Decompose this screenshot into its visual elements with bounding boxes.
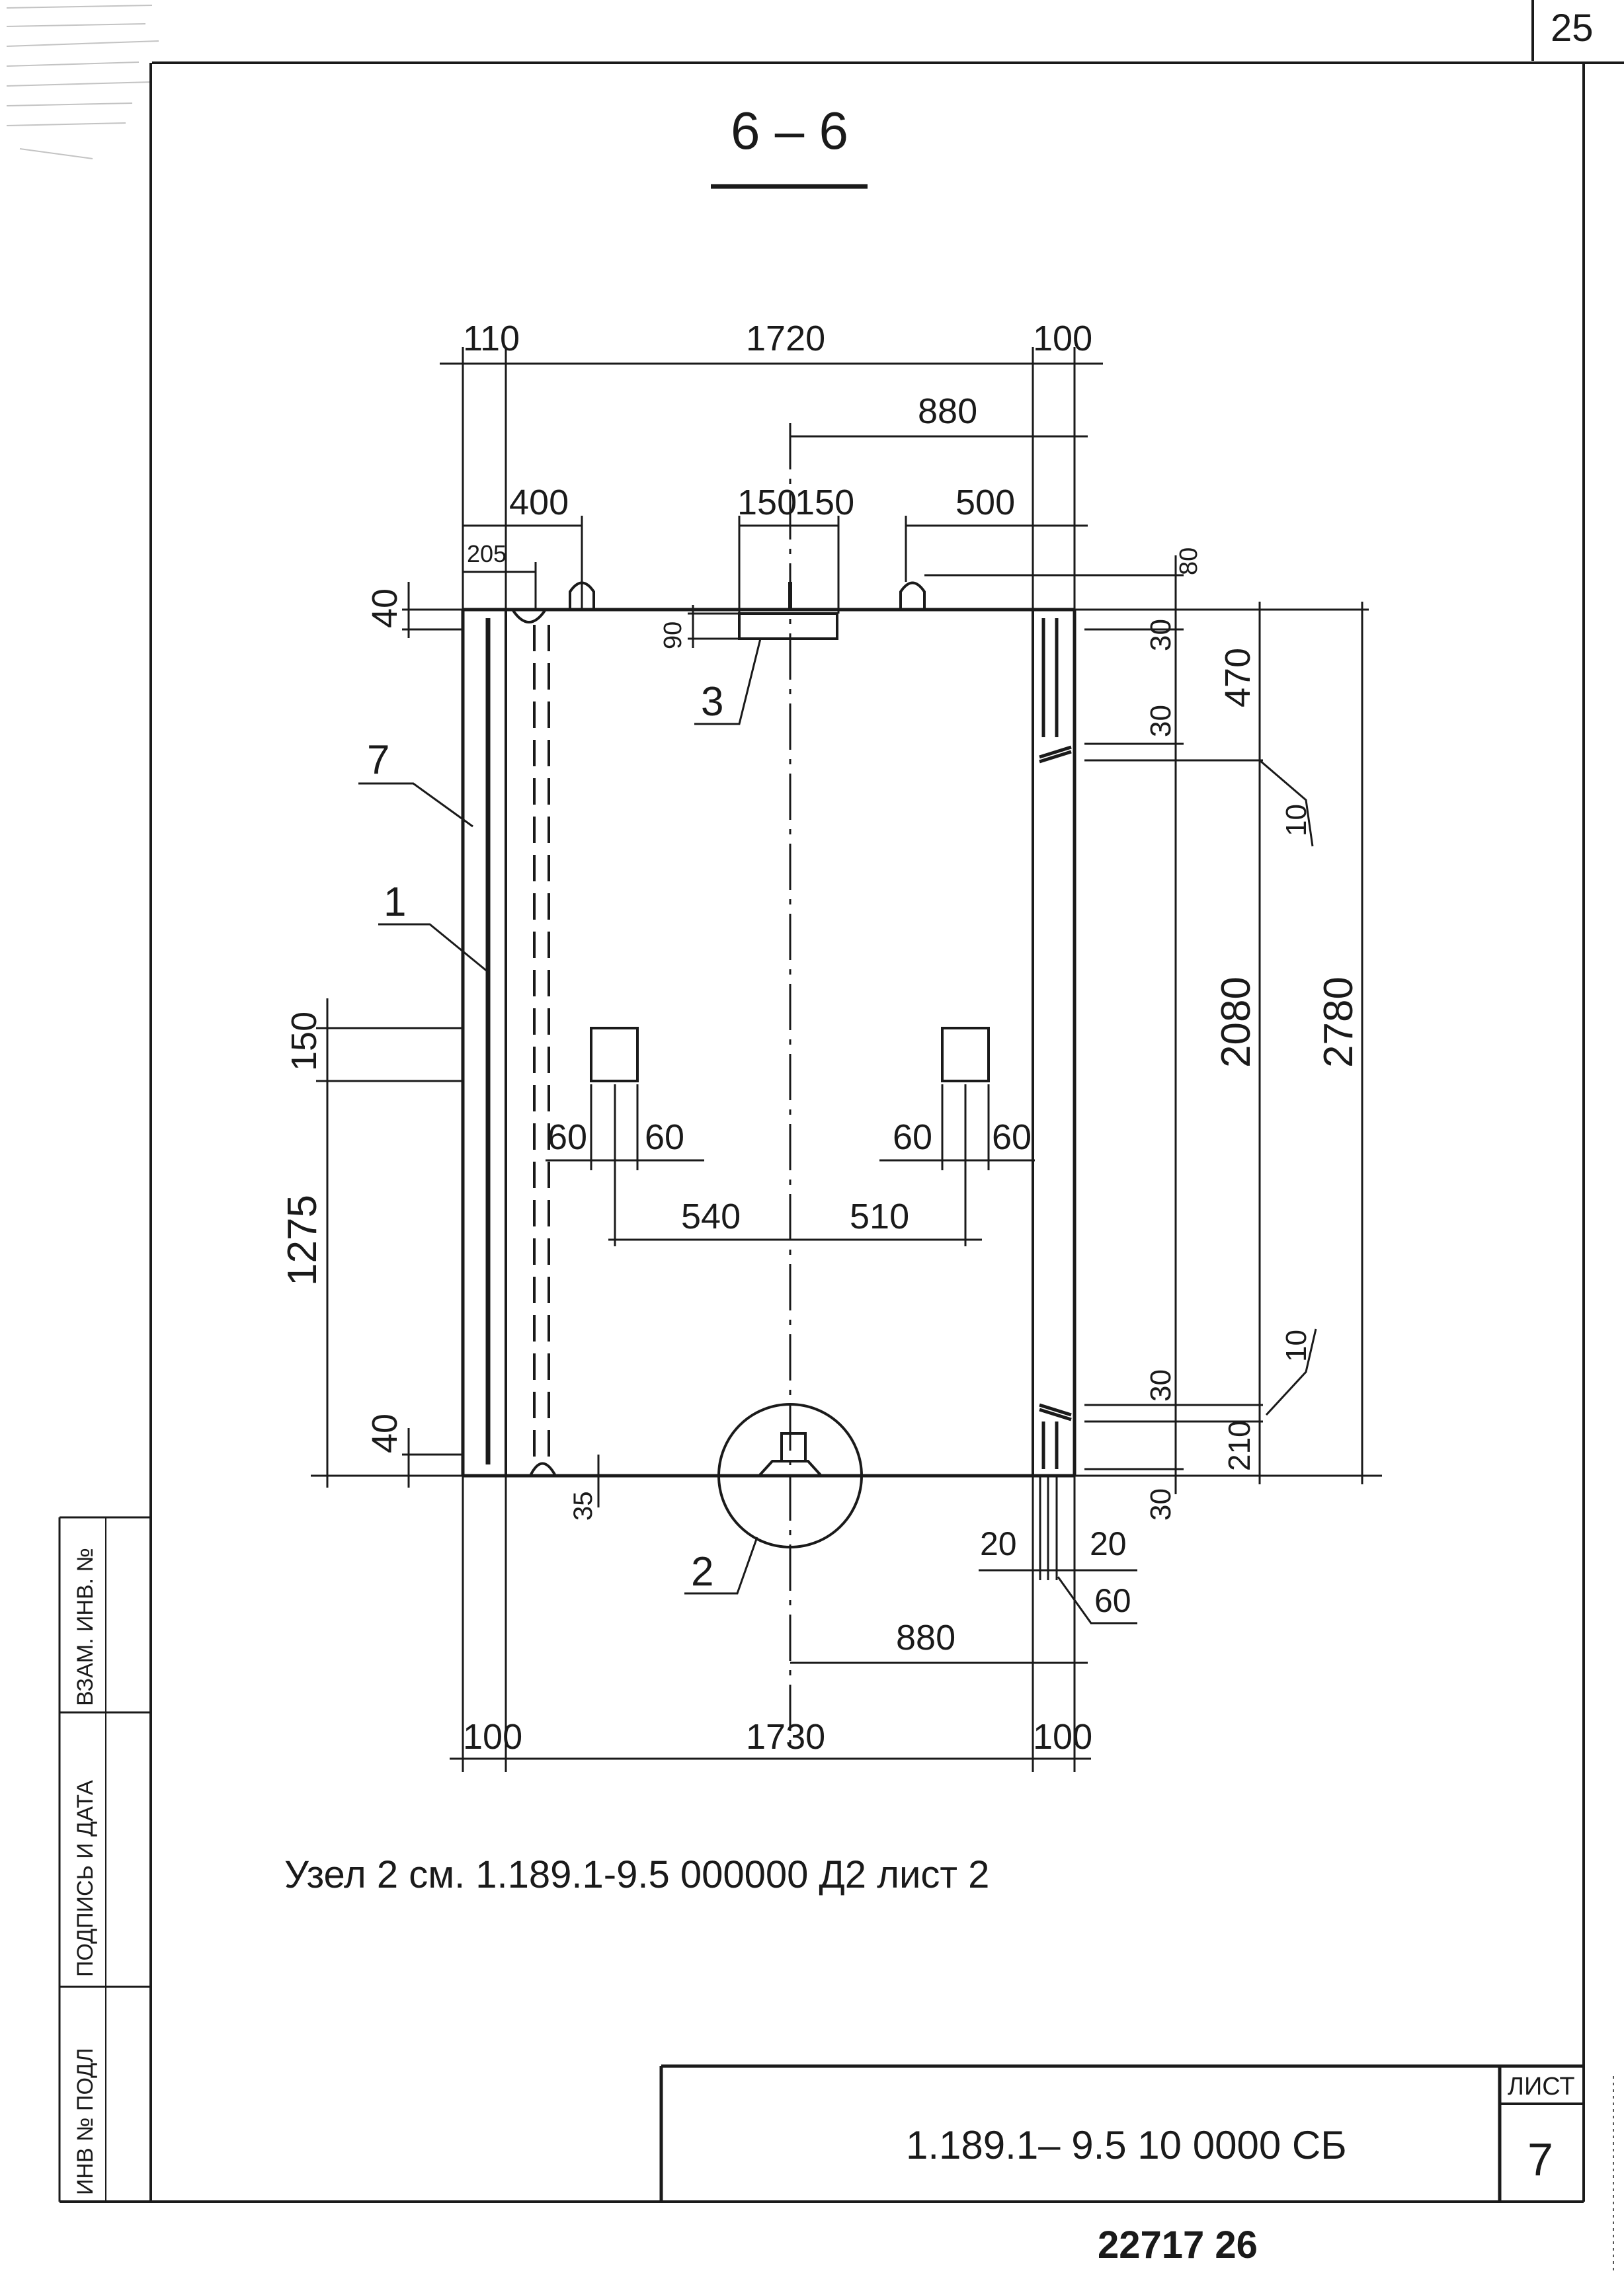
- dim-1730: 1730: [746, 1717, 825, 1757]
- dim-20-b: 20: [1090, 1525, 1127, 1562]
- embedded-plate-3: [738, 612, 838, 640]
- sheet-label: ЛИСТ: [1508, 2073, 1575, 2101]
- dim-150-left-top: 150: [737, 483, 797, 522]
- stamp-vzam-inv: ВЗАМ. ИНВ. №: [73, 1548, 98, 1706]
- dim-80: 80: [1175, 547, 1203, 575]
- right-bottom-hardware: [1039, 1403, 1072, 1469]
- dim-60-e: 60: [1094, 1582, 1131, 1619]
- callout-7: 7: [367, 737, 389, 783]
- dim-30-a: 30: [1145, 619, 1177, 651]
- dim-20-a: 20: [980, 1525, 1017, 1562]
- node-2-circle: [717, 1403, 863, 1548]
- dim-2780: 2780: [1316, 977, 1361, 1068]
- dim-880-bottom: 880: [896, 1618, 955, 1658]
- dim-40-top: 40: [365, 588, 405, 628]
- dimension-lines: [311, 347, 1382, 1772]
- dim-10-a: 10: [1280, 804, 1313, 836]
- dim-30-c: 30: [1145, 1369, 1177, 1402]
- dim-2080: 2080: [1213, 977, 1259, 1068]
- bottom-code: 22717 26: [1098, 2223, 1258, 2266]
- dim-60-d: 60: [992, 1117, 1032, 1157]
- section-label: 6 – 6: [731, 101, 848, 160]
- drawing-designation: 1.189.1– 9.5 10 0000 СБ: [906, 2123, 1347, 2167]
- sheet-number: 7: [1527, 2134, 1553, 2185]
- dim-40-bottom: 40: [365, 1414, 405, 1453]
- dim-60-a: 60: [548, 1117, 587, 1157]
- stamp-inv-podl: ИНВ № ПОДЛ: [73, 2048, 98, 2195]
- dim-100-bottom-left: 100: [463, 1717, 522, 1757]
- dim-100-top: 100: [1033, 319, 1092, 358]
- callout-3: 3: [701, 679, 723, 725]
- stamp-podpis-data: ПОДПИСЬ И ДАТА: [73, 1780, 98, 1977]
- dim-205: 205: [467, 540, 507, 567]
- page-number: 25: [1551, 7, 1594, 50]
- dim-470: 470: [1218, 648, 1258, 707]
- callout-1: 1: [384, 879, 406, 925]
- dim-500: 500: [955, 483, 1015, 522]
- right-top-hardware: [1039, 618, 1072, 764]
- dim-110: 110: [463, 319, 520, 358]
- dim-90: 90: [659, 621, 687, 649]
- dim-1275: 1275: [280, 1195, 325, 1286]
- stamp-noise: [6, 5, 159, 159]
- callout-leaders: [358, 638, 762, 1595]
- dim-60-b: 60: [645, 1117, 684, 1157]
- dim-30-b: 30: [1145, 705, 1177, 737]
- opening-right: [941, 1027, 990, 1082]
- dim-30-d: 30: [1145, 1488, 1177, 1521]
- dim-1720: 1720: [746, 319, 825, 358]
- node-2-detail: [758, 1432, 823, 1477]
- dim-10-b: 10: [1280, 1330, 1313, 1362]
- callout-2: 2: [691, 1549, 713, 1595]
- dim-100-bottom-right: 100: [1033, 1717, 1092, 1757]
- dim-210: 210: [1222, 1420, 1256, 1471]
- side-stamp: ИНВ № ПОДЛ ПОДПИСЬ И ДАТА ВЗАМ. ИНВ. №: [58, 1516, 151, 2202]
- dim-880-top: 880: [918, 391, 977, 431]
- dim-60-c: 60: [893, 1117, 932, 1157]
- opening-left: [590, 1027, 639, 1082]
- node-note: Узел 2 см. 1.189.1-9.5 000000 Д2 лист 2: [284, 1853, 989, 1896]
- dim-510: 510: [850, 1197, 909, 1236]
- dim-35: 35: [569, 1492, 598, 1521]
- dim-400: 400: [509, 483, 569, 522]
- dim-150-right-top: 150: [795, 483, 854, 522]
- body-outline: [461, 423, 1076, 1745]
- dim-540: 540: [681, 1197, 741, 1236]
- title-block: [659, 2064, 1584, 2202]
- dim-150-left: 150: [284, 1012, 324, 1071]
